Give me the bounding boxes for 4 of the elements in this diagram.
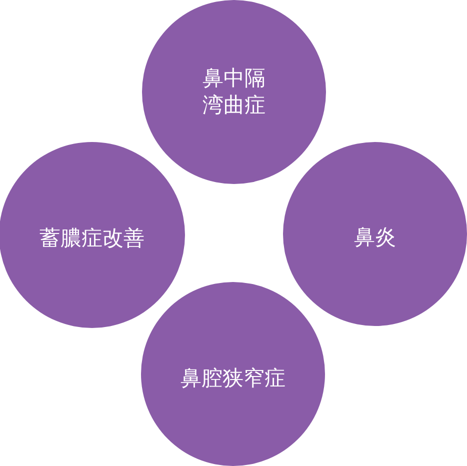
- topic-label: 蓄膿症改善: [40, 224, 144, 252]
- topic-label: 鼻腔狭窄症: [180, 364, 286, 392]
- topic-label: 鼻炎: [354, 224, 396, 250]
- topic-label: 鼻中隔湾曲症: [202, 65, 266, 119]
